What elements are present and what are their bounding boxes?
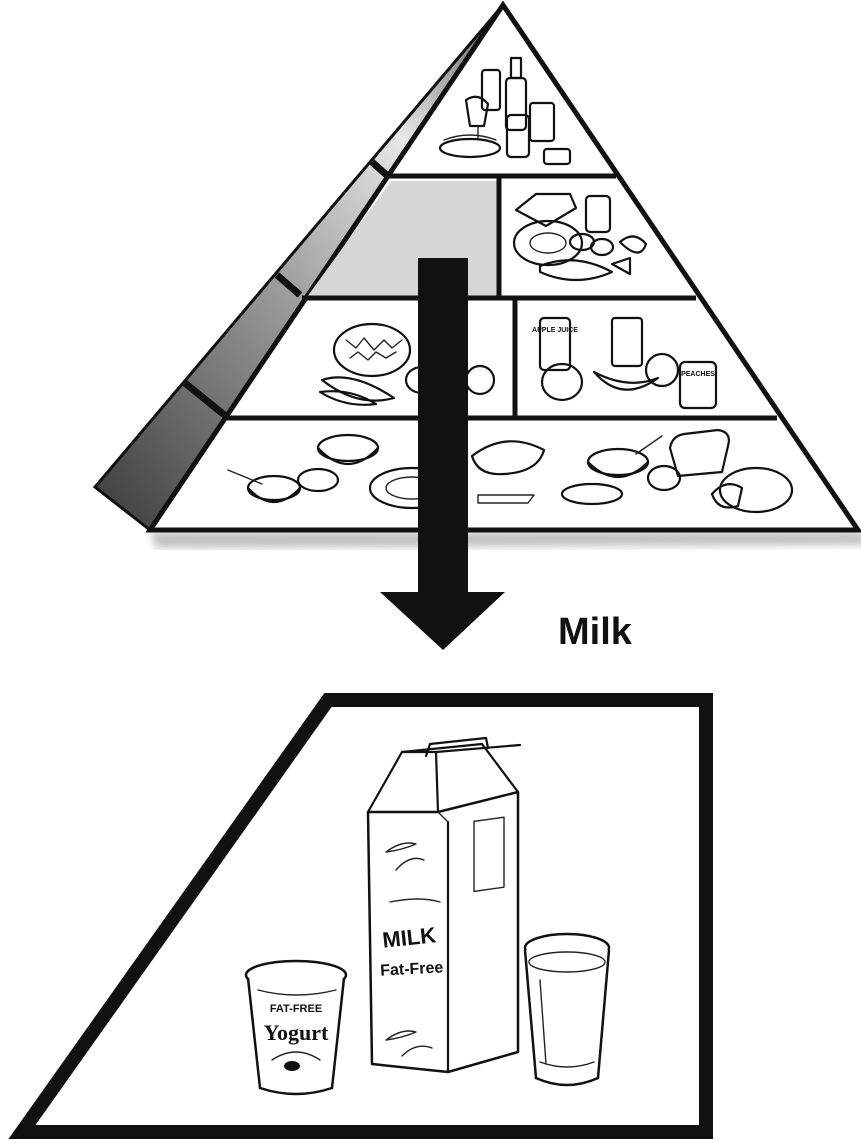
pyramid-tier-lines [226,173,777,421]
fruit-tier-illustration: APPLE JUICE PEACHES [532,316,718,410]
meat-tier-illustration [512,192,648,282]
milk-carton-illustration: MILK Fat-Free [366,736,522,1074]
yogurt-name-text: Yogurt [264,1020,329,1045]
apple-juice-label: APPLE JUICE [532,327,578,334]
milk-glass-illustration [523,932,611,1087]
fats-oils-tier-illustration [438,56,572,166]
carton-subtitle-text: Fat-Free [380,959,444,979]
yogurt-cup-illustration: FAT-FREE Yogurt [244,959,348,1096]
carton-brand-text: MILK [381,922,437,952]
yogurt-badge-text: FAT-FREE [270,1003,322,1015]
down-arrow-icon [380,258,505,650]
milk-group-label: Milk [558,611,633,653]
milk-tier-enlarged [8,693,713,1139]
pyramid-shadow [150,532,861,548]
peaches-can-label: PEACHES [681,371,715,378]
pyramid-front [145,0,861,533]
